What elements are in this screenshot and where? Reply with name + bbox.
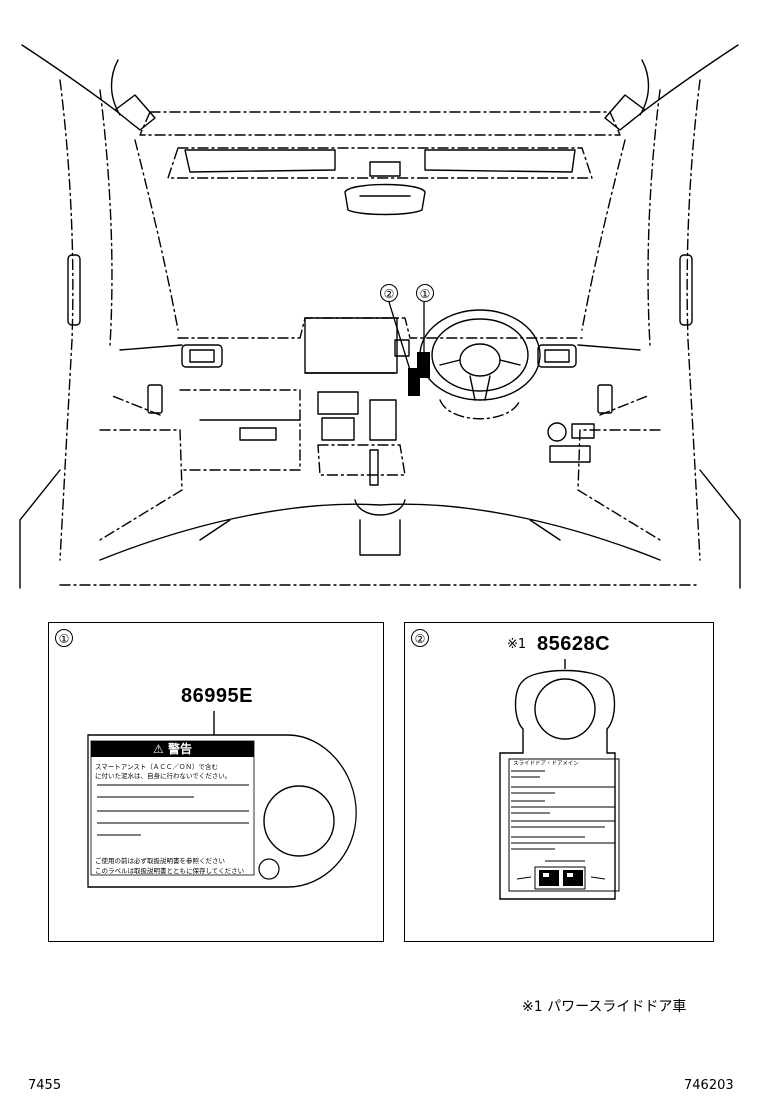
part-number-86995e: 86995E	[181, 685, 253, 707]
footnote-power-slide-door: ※1 パワースライドドア車	[522, 999, 687, 1015]
warning-text-line-1: スマートアンスト（ＡＣＣ／ＯＮ）で含む	[95, 763, 218, 771]
tag-header-text: スライドドア・ドアメイン	[513, 761, 579, 767]
warning-text-line-2: に付いた泥水は、自身に行わないでください。	[95, 772, 232, 780]
part-number-85628c: 85628C	[537, 633, 611, 655]
warning-label-drawing	[87, 711, 357, 888]
panel-2-callout: ②	[411, 629, 429, 647]
panel-1-callout: ①	[55, 629, 73, 647]
warning-bottom-line-1: ご使用の前は必ず取扱説明書を参照ください	[95, 857, 225, 865]
callout-1-marker: ①	[416, 284, 434, 302]
label-panel-2: ② ※1 85628C スライドドア・ドアメイン	[404, 622, 714, 942]
note-mark: ※1	[507, 637, 527, 652]
callout-2-marker: ②	[380, 284, 398, 302]
warning-bottom-line-2: このラベルは取扱説明書とともに保存してください	[95, 867, 245, 875]
label-panel-1: ① 86995E ⚠ 警告 スマートアンスト（ＡＣＣ／ＯＮ）で含む に付いた泥水…	[48, 622, 384, 942]
door-hanger-tag-drawing	[499, 659, 620, 900]
footer-right-code: 746203	[684, 1078, 734, 1093]
footer-left-code: 7455	[28, 1078, 62, 1093]
vehicle-interior-diagram	[19, 44, 741, 589]
warning-header: ⚠ 警告	[91, 741, 254, 757]
